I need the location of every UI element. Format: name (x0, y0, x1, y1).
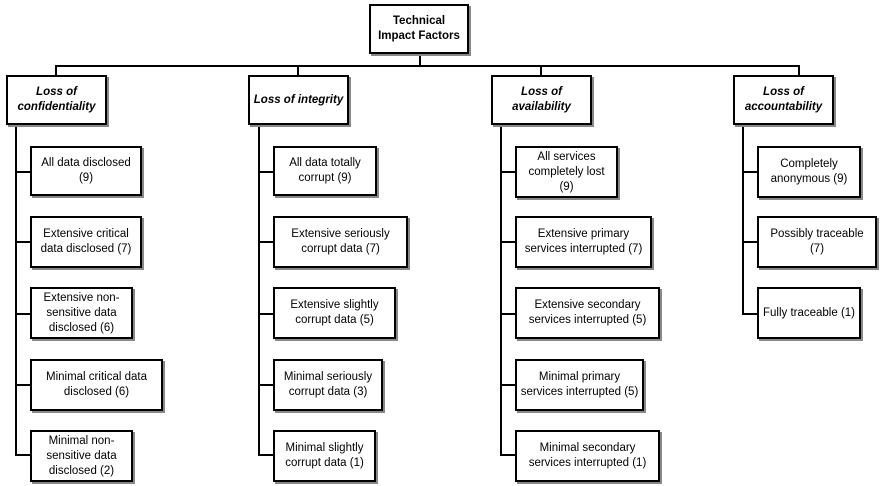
category-label: Loss of confidentiality (17, 86, 96, 113)
item-label: Possibly traceable (7) (770, 228, 864, 255)
cat-2-stub-0 (500, 171, 516, 173)
cat-2-stub-1 (500, 241, 516, 243)
cat-0-drop (55, 65, 57, 76)
cat-2-spine (500, 125, 502, 455)
item-label: All services completely lost (9) (528, 150, 605, 193)
item-box: Extensive primary services interrupted (… (515, 216, 652, 268)
cat-0-spine (15, 125, 17, 455)
item-box: Minimal non-sensitive data disclosed (2) (30, 430, 133, 482)
cat-0-stub-2 (15, 313, 31, 315)
item-label: Extensive seriously corrupt data (7) (291, 228, 390, 255)
cat-1-stub-4 (258, 454, 274, 456)
item-box: Fully traceable (1) (757, 287, 861, 339)
root-connector (419, 53, 421, 67)
root-label: Technical Impact Factors (378, 15, 460, 42)
item-box: Minimal primary services interrupted (5) (515, 359, 644, 411)
item-box: All data disclosed (9) (30, 146, 142, 196)
item-box: Minimal secondary services interrupted (… (515, 430, 660, 482)
category-accountability: Loss of accountability (733, 75, 834, 125)
cat-0-stub-1 (15, 241, 31, 243)
cat-0-stub-4 (15, 454, 31, 456)
category-confidentiality: Loss of confidentiality (6, 75, 107, 125)
item-label: Minimal non-sensitive data disclosed (2) (46, 434, 117, 477)
cat-1-stub-0 (258, 171, 274, 173)
category-label: Loss of integrity (253, 93, 344, 106)
cat-0-stub-3 (15, 384, 31, 386)
cat-3-drop (798, 65, 800, 76)
item-label: Fully traceable (1) (762, 306, 856, 319)
cat-2-drop (540, 65, 542, 76)
item-label: All data totally corrupt (9) (289, 157, 361, 184)
item-label: Minimal seriously corrupt data (3) (283, 371, 373, 398)
cat-1-stub-2 (258, 313, 274, 315)
cat-3-stub-1 (742, 241, 758, 243)
cat-3-spine (742, 125, 744, 314)
cat-3-stub-0 (742, 171, 758, 173)
item-box: Extensive slightly corrupt data (5) (273, 287, 396, 339)
item-label: All data disclosed (9) (41, 157, 131, 184)
item-box: Possibly traceable (7) (757, 216, 877, 268)
item-box: Completely anonymous (9) (757, 146, 861, 198)
category-integrity: Loss of integrity (248, 75, 349, 125)
item-box: Extensive seriously corrupt data (7) (273, 216, 408, 268)
item-box: All services completely lost (9) (515, 146, 618, 198)
top-bus (55, 65, 800, 67)
category-label: Loss of accountability (744, 86, 823, 113)
item-label: Extensive secondary services interrupted… (528, 299, 647, 326)
cat-1-spine (258, 125, 260, 455)
item-label: Minimal primary services interrupted (5) (520, 371, 639, 398)
cat-2-stub-4 (500, 454, 516, 456)
item-box: Minimal slightly corrupt data (1) (273, 430, 376, 482)
cat-1-stub-1 (258, 241, 274, 243)
item-box: Extensive critical data disclosed (7) (30, 216, 142, 268)
item-box: Extensive secondary services interrupted… (515, 287, 660, 339)
cat-0-stub-0 (15, 171, 31, 173)
category-label: Loss of availability (512, 86, 571, 113)
item-label: Minimal critical data disclosed (6) (46, 371, 147, 398)
cat-2-stub-3 (500, 384, 516, 386)
cat-2-stub-2 (500, 313, 516, 315)
cat-3-stub-2 (742, 313, 758, 315)
item-label: Minimal secondary services interrupted (… (528, 442, 647, 469)
item-box: Extensive non-sensitive data disclosed (… (30, 287, 133, 339)
item-label: Extensive critical data disclosed (7) (40, 228, 132, 255)
root-node: Technical Impact Factors (369, 4, 469, 54)
item-box: Minimal seriously corrupt data (3) (273, 359, 383, 411)
item-label: Completely anonymous (9) (770, 158, 848, 185)
item-label: Extensive slightly corrupt data (5) (290, 299, 379, 326)
item-label: Extensive primary services interrupted (… (524, 228, 643, 255)
item-box: All data totally corrupt (9) (273, 146, 377, 196)
cat-1-stub-3 (258, 384, 274, 386)
cat-1-drop (297, 65, 299, 76)
category-availability: Loss of availability (491, 75, 592, 125)
item-box: Minimal critical data disclosed (6) (30, 359, 163, 411)
item-label: Minimal slightly corrupt data (1) (285, 442, 364, 469)
item-label: Extensive non-sensitive data disclosed (… (43, 291, 120, 334)
